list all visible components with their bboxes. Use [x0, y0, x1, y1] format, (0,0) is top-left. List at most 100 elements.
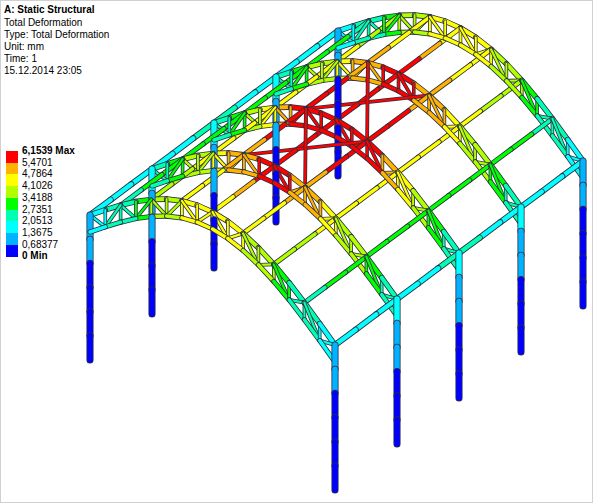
- truss-bottom-chord: [429, 112, 444, 126]
- column-outline: [148, 290, 155, 314]
- column: [394, 347, 400, 371]
- result-info: 15.12.2014 23:05: [4, 65, 82, 77]
- purlin-outline: [245, 98, 266, 113]
- purlin-outline: [183, 144, 204, 159]
- truss-web: [461, 28, 476, 54]
- column-outline: [579, 209, 586, 233]
- legend-value: 6,1539 Max: [22, 145, 75, 157]
- purlin-outline: [368, 48, 389, 63]
- purlin-outline: [294, 234, 315, 249]
- truss-web-outline: [384, 15, 399, 34]
- column-outline: [148, 266, 155, 290]
- column-outline: [517, 231, 524, 255]
- truss-top-chord-outline: [414, 83, 429, 95]
- purlin: [408, 211, 429, 226]
- legend-swatch: [6, 245, 18, 257]
- eave-beam: [521, 192, 542, 207]
- eave-beam: [397, 284, 418, 299]
- eave-beam-outline: [397, 284, 418, 299]
- result-info: Time: 1: [4, 53, 37, 65]
- legend-value: 0 Min: [22, 250, 48, 262]
- truss-top-chord-outline: [506, 64, 521, 81]
- purlin-outline: [243, 218, 264, 233]
- purlin: [387, 226, 408, 241]
- column: [580, 209, 586, 233]
- roof-bracing-outline: [303, 109, 308, 187]
- column-outline: [331, 466, 338, 490]
- column: [273, 125, 279, 149]
- column-outline: [393, 372, 400, 396]
- column: [394, 299, 400, 323]
- truss-web: [151, 199, 166, 216]
- truss-web: [368, 63, 383, 84]
- purlin: [305, 172, 326, 187]
- column: [456, 301, 462, 325]
- column-outline: [86, 312, 93, 336]
- purlin-outline: [388, 111, 409, 126]
- purlin-outline: [307, 52, 328, 67]
- eave-beam: [356, 314, 377, 329]
- truss-bottom-chord-outline: [305, 204, 320, 218]
- result-info: Total Deformation: [4, 17, 82, 29]
- column-outline: [86, 263, 93, 287]
- legend-value: 5,4701: [22, 157, 53, 169]
- truss-bottom-chord: [258, 265, 273, 282]
- eave-beam-outline: [542, 176, 563, 191]
- eave-beam: [480, 222, 501, 237]
- purlin: [460, 111, 481, 126]
- result-title: A: Static Structural: [4, 4, 95, 16]
- purlin: [428, 195, 449, 210]
- legend-swatch: [6, 210, 18, 222]
- legend-swatch: [6, 151, 18, 163]
- eave-beam: [542, 176, 563, 191]
- purlin-outline: [408, 211, 429, 226]
- truss-web-outline: [366, 257, 381, 295]
- purlin: [245, 98, 266, 113]
- column: [580, 234, 586, 258]
- truss-top-chord-outline: [382, 156, 397, 173]
- purlin-outline: [450, 65, 471, 80]
- truss-bottom-chord-outline: [290, 192, 305, 204]
- truss-web-outline: [430, 17, 445, 38]
- eave-beam-outline: [480, 222, 501, 237]
- truss-web-outline: [229, 113, 244, 135]
- truss-bottom-chord: [461, 45, 476, 54]
- truss-bottom-chord-outline: [506, 81, 521, 98]
- column-outline: [517, 255, 524, 279]
- column: [273, 101, 279, 125]
- purlin-outline: [326, 157, 347, 172]
- truss-web-outline: [291, 67, 306, 89]
- purlin-outline: [460, 111, 481, 126]
- truss-bottom-chord-outline: [320, 219, 335, 236]
- truss-web: [353, 21, 368, 43]
- column: [211, 244, 217, 268]
- truss-top-chord-outline: [258, 248, 273, 265]
- truss-bottom-chord-outline: [491, 66, 506, 80]
- truss-bottom-chord-outline: [352, 146, 367, 158]
- legend-value: 0,68377: [22, 239, 58, 251]
- truss-web-outline: [213, 153, 228, 170]
- purlin: [532, 119, 553, 134]
- column: [456, 326, 462, 350]
- purlin-outline: [389, 32, 410, 47]
- purlin-outline: [429, 80, 450, 95]
- column: [518, 280, 524, 304]
- truss-bottom-chord-outline: [461, 45, 476, 54]
- purlin: [419, 43, 440, 58]
- purlin: [388, 111, 409, 126]
- eave-beam: [418, 268, 439, 283]
- legend-value: 2,0513: [22, 215, 53, 227]
- truss-bottom-chord: [276, 89, 291, 94]
- purlin-outline: [449, 180, 470, 195]
- legend-value: 4,7864: [22, 168, 53, 180]
- truss-bottom-chord: [228, 238, 243, 250]
- column: [87, 288, 93, 312]
- purlin-outline: [387, 226, 408, 241]
- purlin: [304, 287, 325, 302]
- truss-bottom-chord-outline: [276, 89, 291, 94]
- purlin: [449, 180, 470, 195]
- truss-top-chord-outline: [476, 37, 491, 49]
- purlin-outline: [418, 142, 439, 157]
- column-outline: [331, 418, 338, 442]
